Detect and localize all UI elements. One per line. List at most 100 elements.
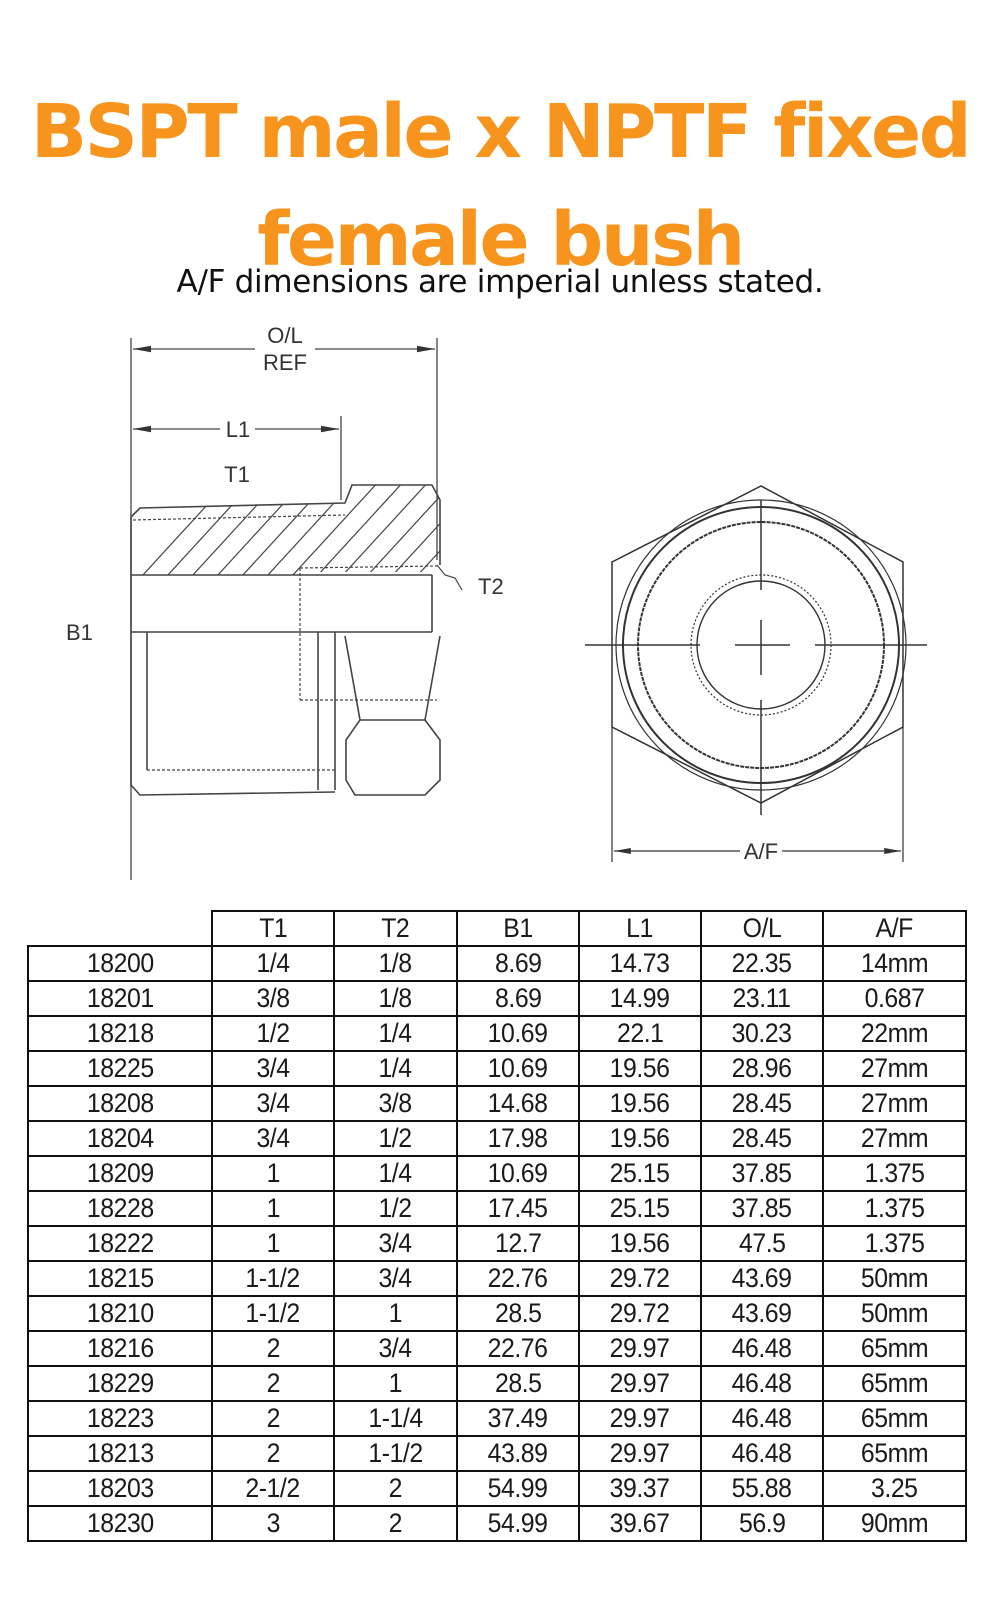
cell-t1: 1 [211,1155,335,1192]
cell-l1: 29.97 [578,1400,702,1437]
cell-af: 65mm [822,1330,967,1367]
cell-t1: 1 [211,1225,335,1262]
title-line-2: female bush [257,196,745,283]
cell-t2: 1 [333,1365,458,1402]
cell-b1: 10.69 [456,1015,580,1052]
header-af: A/F [822,910,967,947]
cell-t1: 2 [211,1400,335,1437]
cell-ol: 46.48 [700,1435,824,1472]
cell-ol: 47.5 [700,1225,824,1262]
cell-ol: 46.48 [700,1400,824,1437]
cell-l1: 14.73 [578,945,702,982]
cell-l1: 29.97 [578,1330,702,1367]
cell-l1: 19.56 [578,1085,702,1122]
cell-part-number: 18203 [27,1470,213,1507]
cell-t2: 1/4 [333,1015,458,1052]
cell-t1: 3/4 [211,1050,335,1087]
cell-ol: 43.69 [700,1260,824,1297]
cell-ol: 28.96 [700,1050,824,1087]
cell-b1: 37.49 [456,1400,580,1437]
cell-b1: 43.89 [456,1435,580,1472]
cell-part-number: 18210 [27,1295,213,1332]
cell-t1: 1/4 [211,945,335,982]
cell-af: 65mm [822,1435,967,1472]
cell-af: 22mm [822,1015,967,1052]
cell-t2: 1/8 [333,980,458,1017]
cell-af: 50mm [822,1260,967,1297]
cell-t2: 1/8 [333,945,458,982]
header-t1: T1 [211,910,335,947]
cell-b1: 17.45 [456,1190,580,1227]
cell-ol: 46.48 [700,1330,824,1367]
cell-part-number: 18216 [27,1330,213,1367]
cell-b1: 54.99 [456,1470,580,1507]
cell-af: 1.375 [822,1225,967,1262]
cell-t2: 1/2 [333,1190,458,1227]
cell-ol: 28.45 [700,1085,824,1122]
cell-l1: 29.97 [578,1365,702,1402]
cell-t2: 3/4 [333,1225,458,1262]
cell-t1: 1-1/2 [211,1260,335,1297]
cell-part-number: 18228 [27,1190,213,1227]
label-l1: L1 [226,417,250,442]
cell-l1: 29.72 [578,1260,702,1297]
cell-part-number: 18215 [27,1260,213,1297]
cell-l1: 22.1 [578,1015,702,1052]
cell-t2: 3/4 [333,1330,458,1367]
cell-t1: 3 [211,1505,335,1542]
cell-af: 3.25 [822,1470,967,1507]
label-b1: B1 [66,620,93,645]
cell-l1: 19.56 [578,1050,702,1087]
subtitle-note: A/F dimensions are imperial unless state… [176,264,824,300]
cell-af: 0.687 [822,980,967,1017]
cell-t2: 1 [333,1295,458,1332]
cell-t2: 1/2 [333,1120,458,1157]
cell-ol: 46.48 [700,1365,824,1402]
cell-part-number: 18225 [27,1050,213,1087]
title-line-1: BSPT male x NPTF fixed [30,88,972,175]
header-ol: O/L [700,910,824,947]
cell-part-number: 18222 [27,1225,213,1262]
cell-t1: 3/4 [211,1120,335,1157]
cell-t1: 2 [211,1330,335,1367]
technical-drawing: O/L REF L1 T1 T2 B1 A/F [66,323,927,880]
cell-af: 1.375 [822,1190,967,1227]
cell-l1: 29.97 [578,1435,702,1472]
header-t2: T2 [333,910,458,947]
cell-b1: 22.76 [456,1330,580,1367]
cell-af: 50mm [822,1295,967,1332]
end-hex-view [585,485,927,862]
header-l1: L1 [578,910,702,947]
cell-ol: 37.85 [700,1155,824,1192]
cell-t2: 2 [333,1505,458,1542]
cell-ol: 43.69 [700,1295,824,1332]
cell-part-number: 18229 [27,1365,213,1402]
cell-t1: 3/8 [211,980,335,1017]
cell-part-number: 18230 [27,1505,213,1542]
cell-part-number: 18200 [27,945,213,982]
cell-af: 27mm [822,1120,967,1157]
cell-t2: 3/8 [333,1085,458,1122]
cell-l1: 19.56 [578,1225,702,1262]
cell-l1: 25.15 [578,1190,702,1227]
cell-l1: 29.72 [578,1295,702,1332]
cell-l1: 14.99 [578,980,702,1017]
cell-part-number: 18201 [27,980,213,1017]
cell-t2: 2 [333,1470,458,1507]
cell-ol: 37.85 [700,1190,824,1227]
